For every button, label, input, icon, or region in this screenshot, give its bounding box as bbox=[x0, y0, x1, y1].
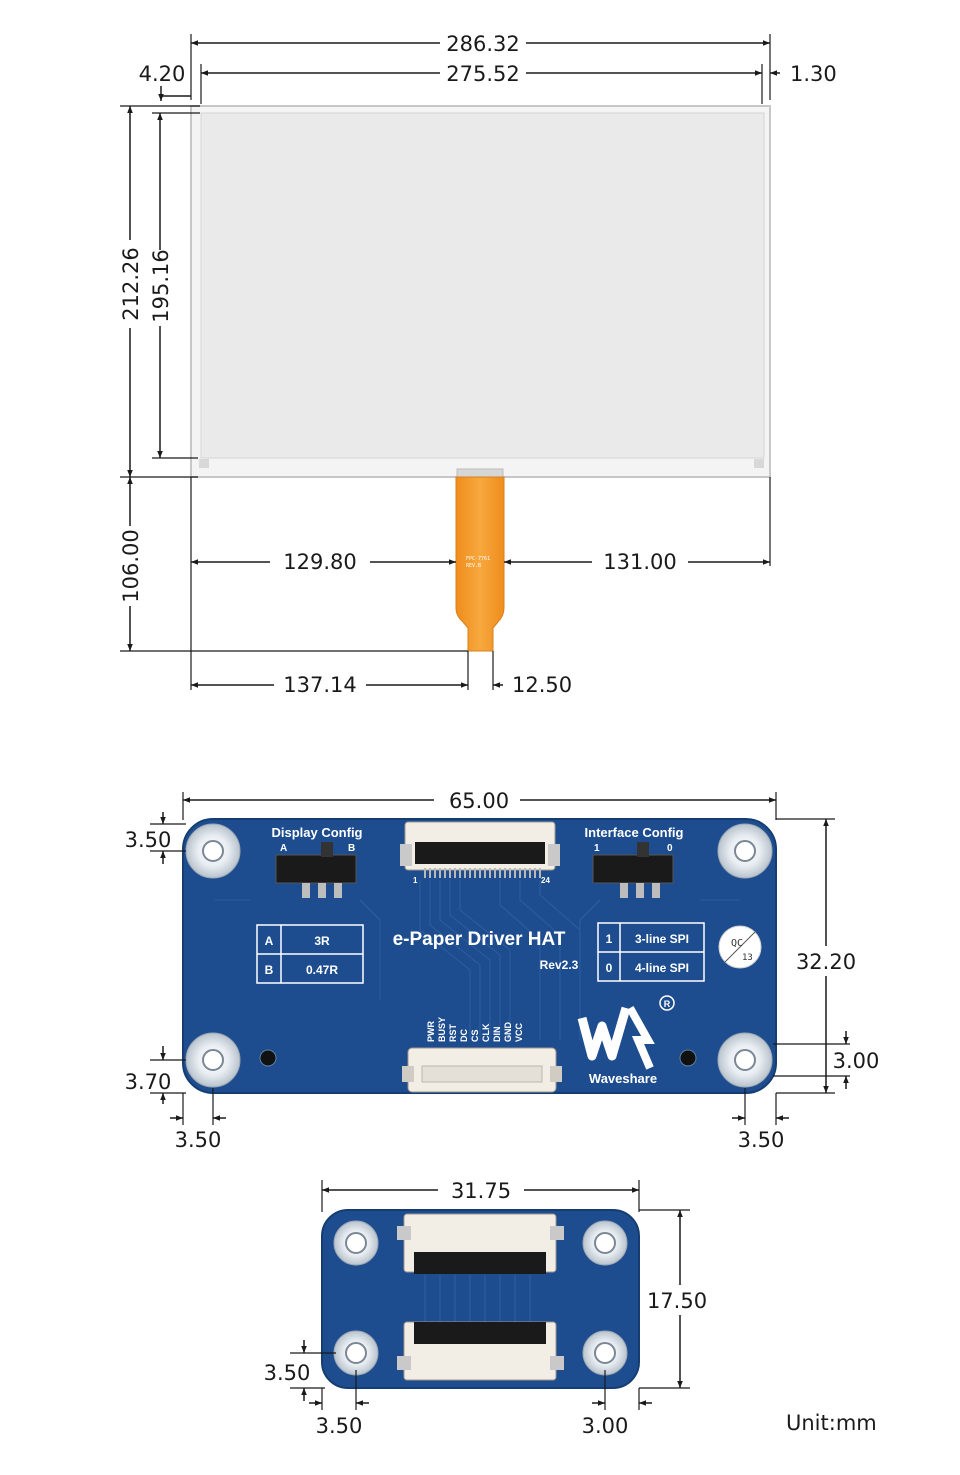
label-hat-hole-right: 3.50 bbox=[738, 1128, 785, 1152]
display-config-row-a-value: 3R bbox=[314, 934, 330, 948]
display-corner-pad bbox=[754, 459, 764, 468]
label-hat-width: 65.00 bbox=[449, 789, 509, 813]
label-hat-hole-top: 3.50 bbox=[125, 828, 172, 852]
display-config-row-b-key: B bbox=[265, 963, 274, 977]
label-fpc-tail: 137.14 bbox=[283, 673, 356, 697]
pin-label: DIN bbox=[492, 1027, 502, 1043]
pin-label: VCC bbox=[514, 1022, 524, 1042]
pin-label: PWR bbox=[426, 1021, 436, 1042]
adapter-connector-bottom bbox=[397, 1321, 564, 1381]
adapter-board-section: 31.75 17.50 3.50 3.50 3.00 bbox=[264, 1177, 708, 1438]
display-config-pos-a: A bbox=[280, 843, 287, 854]
fpc-marking-line1: FPC-7761 bbox=[466, 556, 490, 562]
interface-config-row-1-key: 1 bbox=[606, 932, 613, 946]
svg-text:13: 13 bbox=[742, 953, 753, 963]
interface-config-row-1-value: 3-line SPI bbox=[635, 932, 689, 946]
interface-config-label: Interface Config bbox=[585, 825, 684, 840]
pin-label: DC bbox=[459, 1029, 469, 1042]
pin-label: CLK bbox=[481, 1023, 491, 1042]
label-overall-width: 286.32 bbox=[446, 32, 519, 56]
hat-pin-labels: PWR BUSY RST DC CS CLK DIN GND VCC bbox=[426, 1017, 524, 1042]
unit-label: Unit:mm bbox=[786, 1411, 877, 1435]
pin-label: RST bbox=[448, 1023, 458, 1042]
waveshare-logo: R Waveshare bbox=[577, 995, 675, 1086]
driver-hat-section: 1 24 Display Config A B Interface Config… bbox=[125, 787, 880, 1152]
hat-title: e-Paper Driver HAT bbox=[393, 929, 566, 950]
label-active-height: 195.16 bbox=[149, 249, 173, 322]
display-config-pos-b: B bbox=[348, 843, 355, 854]
interface-config-table bbox=[597, 922, 705, 982]
qc-stamp: QC 13 bbox=[718, 925, 762, 969]
interface-config-switch bbox=[592, 842, 674, 898]
adapter-board-pcb bbox=[321, 1209, 640, 1389]
label-adapter-width: 31.75 bbox=[451, 1179, 511, 1203]
label-hat-height: 32.20 bbox=[796, 950, 856, 974]
label-fpc-left: 129.80 bbox=[283, 550, 356, 574]
interface-config-pos-0: 0 bbox=[667, 843, 673, 854]
brand-name: Waveshare bbox=[589, 1071, 657, 1086]
pin-label: GND bbox=[503, 1022, 513, 1043]
pin-label: CS bbox=[470, 1029, 480, 1042]
label-adapter-hole-vertical: 3.50 bbox=[264, 1361, 311, 1385]
label-left-border: 4.20 bbox=[139, 62, 186, 86]
interface-config-row-0-value: 4-line SPI bbox=[635, 961, 689, 975]
display-config-row-a-key: A bbox=[265, 934, 274, 948]
adapter-connector-top bbox=[397, 1213, 564, 1274]
label-fpc-tail-width: 12.50 bbox=[512, 673, 572, 697]
label-fpc-right: 131.00 bbox=[603, 550, 676, 574]
svg-text:QC: QC bbox=[731, 938, 743, 949]
registered-mark: R bbox=[664, 999, 671, 1009]
display-active-area bbox=[200, 112, 765, 459]
display-config-switch bbox=[275, 842, 357, 898]
hat-fpc-connector: 1 24 bbox=[400, 821, 560, 885]
label-adapter-hole-left: 3.50 bbox=[316, 1414, 363, 1438]
fpc-marking-line2: REV.B bbox=[466, 563, 481, 569]
hat-revision: Rev2.3 bbox=[540, 958, 579, 972]
label-adapter-height: 17.50 bbox=[647, 1289, 707, 1313]
label-active-width: 275.52 bbox=[446, 62, 519, 86]
label-fpc-height: 106.00 bbox=[119, 529, 143, 602]
pin-label: BUSY bbox=[437, 1017, 447, 1042]
display-config-table bbox=[256, 924, 364, 984]
label-hat-hole-left: 3.50 bbox=[175, 1128, 222, 1152]
display-config-label: Display Config bbox=[271, 825, 362, 840]
display-config-row-b-value: 0.47R bbox=[306, 963, 338, 977]
interface-config-pos-1: 1 bbox=[594, 843, 600, 854]
epaper-display-section: FPC-7761 REV.B bbox=[117, 30, 837, 700]
hat-pin-header bbox=[402, 1047, 562, 1093]
label-adapter-hole-right: 3.00 bbox=[582, 1414, 629, 1438]
label-hat-hole-vertical: 3.00 bbox=[833, 1049, 880, 1073]
connector-pin-first: 1 bbox=[413, 876, 418, 885]
display-corner-pad bbox=[199, 459, 209, 468]
label-hat-hole-bottom: 3.70 bbox=[125, 1070, 172, 1094]
interface-config-row-0-key: 0 bbox=[606, 961, 613, 975]
label-right-border: 1.30 bbox=[790, 62, 837, 86]
label-overall-height: 212.26 bbox=[119, 247, 143, 320]
connector-pin-last: 24 bbox=[541, 876, 550, 885]
